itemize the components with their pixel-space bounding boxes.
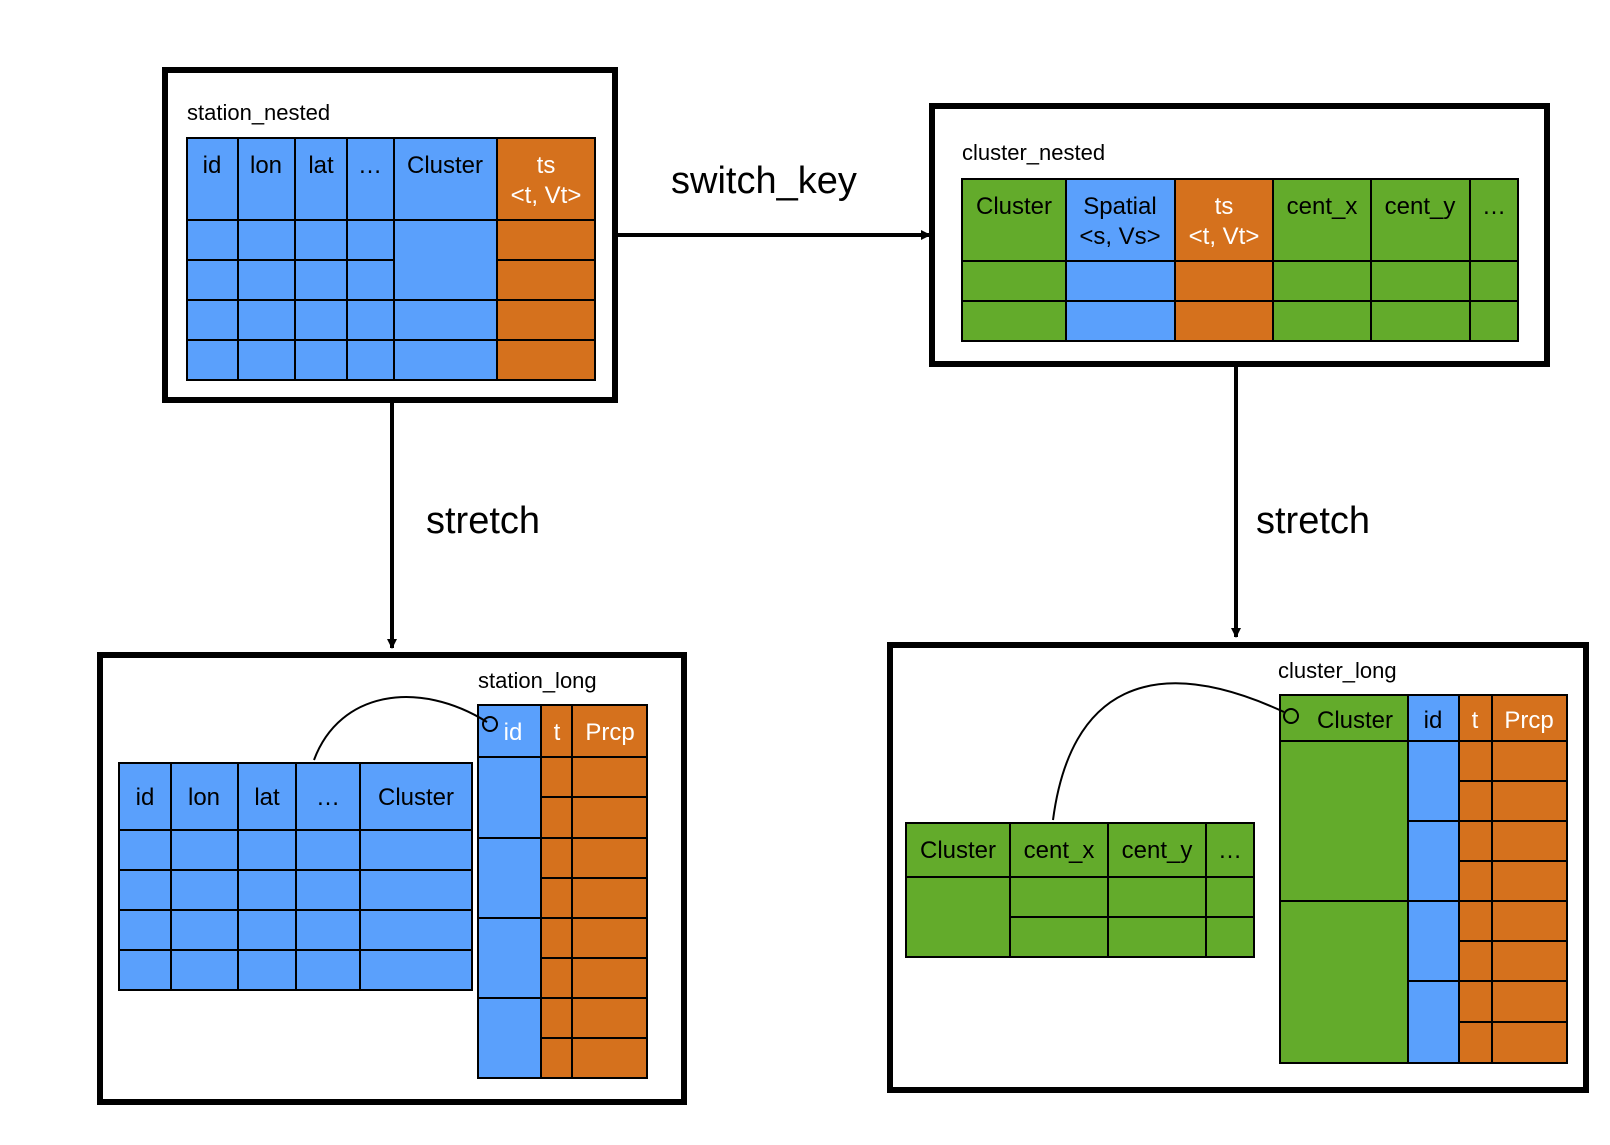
- station-nested-table: station_nested: [162, 67, 618, 403]
- join-link-curve: [313, 696, 488, 761]
- header-spatial: Spatial: [1083, 193, 1156, 220]
- header-t: t: [1472, 707, 1479, 734]
- header-ts-subtitle: <t, Vt>: [1189, 223, 1260, 250]
- station-nested-blue-cells: [186, 137, 498, 381]
- header-prcp: Prcp: [1504, 707, 1553, 734]
- header-prcp: Prcp: [585, 719, 634, 746]
- station-nested-ts-column: [496, 137, 596, 381]
- cluster-long-attribute-cells: [905, 822, 1255, 958]
- cluster-nested-title: cluster_nested: [962, 140, 1105, 165]
- stretch-right-label: stretch: [1256, 500, 1370, 542]
- header-id: id: [136, 784, 155, 811]
- cluster-nested-frame: [929, 103, 1550, 367]
- cluster-long-measurement-cells: [1279, 694, 1568, 1064]
- header-lon: lon: [188, 784, 220, 811]
- station-long-table: station_long: [97, 652, 687, 1105]
- header-ellipsis: …: [1482, 193, 1506, 220]
- switch-key-edge: switch_key: [615, 160, 931, 240]
- cluster-nested-cells: [961, 178, 1519, 342]
- switch-key-label: switch_key: [671, 160, 857, 202]
- header-ts-subtitle: <t, Vt>: [511, 182, 582, 209]
- stretch-left-label: stretch: [426, 500, 540, 542]
- stretch-left-edge: stretch: [387, 400, 540, 649]
- header-cent-x: cent_x: [1287, 193, 1358, 220]
- header-ellipsis: …: [316, 784, 340, 811]
- header-cluster: Cluster: [920, 837, 996, 864]
- header-spatial-subtitle: <s, Vs>: [1079, 223, 1160, 250]
- header-cent-x: cent_x: [1024, 837, 1095, 864]
- cluster-long-title: cluster_long: [1278, 658, 1397, 683]
- header-ts: ts: [1215, 193, 1234, 220]
- header-ts: ts: [537, 152, 556, 179]
- header-ellipsis: …: [358, 152, 382, 179]
- header-id: id: [504, 719, 523, 746]
- cluster-long-frame: [887, 642, 1589, 1093]
- station-long-measurement-cells: [477, 704, 648, 1079]
- join-link-curve: [1052, 682, 1285, 821]
- header-cluster: Cluster: [378, 784, 454, 811]
- station-nested-title: station_nested: [187, 100, 330, 125]
- station-long-frame: [97, 652, 687, 1105]
- header-cent-y: cent_y: [1122, 837, 1193, 864]
- header-id: id: [203, 152, 222, 179]
- join-key-circle: [482, 716, 498, 732]
- header-lat: lat: [308, 152, 334, 179]
- header-cluster: Cluster: [407, 152, 483, 179]
- cluster-long-table: cluster_long Cluster cent_x cent_y …: [887, 642, 1589, 1093]
- header-cent-y: cent_y: [1385, 193, 1456, 220]
- station-long-title: station_long: [478, 668, 597, 693]
- header-cluster: Cluster: [976, 193, 1052, 220]
- station-long-attribute-cells: [118, 762, 473, 991]
- join-key-circle: [1283, 708, 1299, 724]
- header-lat: lat: [254, 784, 280, 811]
- header-id: id: [1424, 707, 1443, 734]
- header-lon: lon: [250, 152, 282, 179]
- cluster-nested-table: cluster_nested Cl: [929, 103, 1550, 367]
- header-ellipsis: …: [1218, 837, 1242, 864]
- header-cluster: Cluster: [1317, 707, 1393, 734]
- header-t: t: [554, 719, 561, 746]
- stretch-right-edge: stretch: [1231, 364, 1370, 638]
